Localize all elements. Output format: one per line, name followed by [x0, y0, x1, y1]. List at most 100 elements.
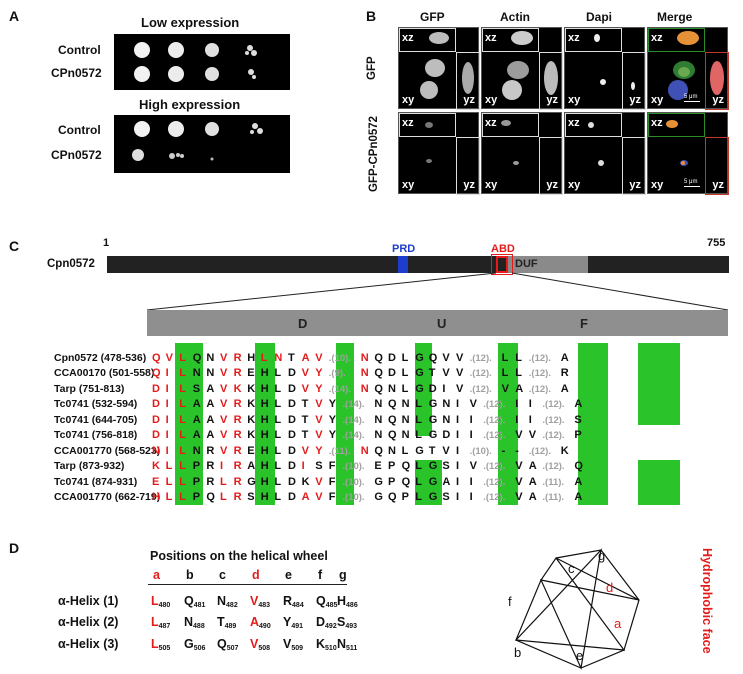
- helix-residue: G506: [184, 637, 206, 652]
- dapi-cells: [594, 34, 635, 90]
- helix-residue: D492: [316, 615, 337, 630]
- label-xz: xz: [568, 32, 580, 44]
- alignment-residue: V: [315, 476, 323, 488]
- alignment-residue: F: [328, 460, 336, 472]
- alignment-residue: I: [528, 398, 532, 410]
- highlight-col-7b: [638, 460, 680, 505]
- alignment-gap: .(10).: [328, 353, 351, 364]
- alignment-residue: L: [415, 414, 422, 426]
- alignment-residue: P: [192, 476, 201, 488]
- alignment-residue: A: [301, 491, 310, 503]
- alignment-residue: E: [374, 460, 382, 472]
- duf-domain: [500, 256, 588, 273]
- alignment-residue: F: [328, 491, 336, 503]
- alignment-residue: V: [301, 445, 309, 457]
- alignment-residue: T: [288, 352, 295, 364]
- helix-label: α-Helix (2): [58, 615, 119, 629]
- wheel-letter-c: c: [568, 561, 575, 576]
- alignment-gap: .(10).: [342, 461, 365, 472]
- alignment-residue: A: [515, 383, 524, 395]
- alignment-residue: N: [192, 445, 201, 457]
- alignment-residue: A: [206, 383, 215, 395]
- col-gfp: GFP: [420, 10, 445, 24]
- wheel-position-a: a: [153, 568, 160, 582]
- alignment-residue: L: [179, 429, 186, 441]
- alignment-residue: V: [165, 352, 173, 364]
- protein-name: Cpn0572: [47, 258, 95, 270]
- scale-bar-label: 5 μm: [684, 94, 698, 100]
- alignment-residue: H: [260, 445, 269, 457]
- sequence-label: Cpn0572 (478-536): [54, 352, 147, 364]
- alignment-residue: T: [301, 429, 309, 441]
- alignment-residue: N: [442, 398, 451, 410]
- scale-bar-label: 5 μm: [684, 179, 698, 185]
- duf-label: DUF: [515, 258, 538, 270]
- alignment-residue: E: [247, 367, 255, 379]
- alignment-residue: L: [415, 491, 422, 503]
- alignment-gap: .(12).: [483, 477, 506, 488]
- scale-bar: [684, 101, 700, 102]
- alignment-gap: .(12).: [469, 353, 492, 364]
- label-yz: yz: [463, 179, 475, 191]
- micrograph-cpn-actin: xz xy yz: [481, 112, 563, 195]
- alignment-residue: A: [560, 352, 569, 364]
- abd-box: [491, 254, 513, 275]
- low-expression-plate: [114, 34, 290, 90]
- alignment-residue: V: [515, 429, 523, 441]
- highlight-col-4b: [415, 460, 442, 505]
- alignment-residue: I: [442, 383, 446, 395]
- alignment-residue: L: [401, 352, 409, 364]
- alignment-residue: D: [288, 414, 296, 426]
- alignment-gap: .(10).: [342, 477, 365, 488]
- alignment-residue: A: [192, 398, 201, 410]
- helix-residue: Q507: [217, 637, 239, 652]
- low-expression-spots: [134, 42, 257, 82]
- alignment-residue: A: [192, 414, 201, 426]
- alignment-residue: D: [288, 398, 296, 410]
- label-yz: yz: [712, 179, 724, 191]
- micrograph-cpn-dapi: xz xy yz: [564, 112, 646, 195]
- micrograph-gfp-dapi: xz xy yz: [564, 27, 646, 110]
- wheel-letter-a: a: [614, 616, 622, 631]
- alignment-residue: L: [415, 398, 422, 410]
- col-dapi: Dapi: [586, 10, 613, 24]
- alignment-residue: I: [456, 491, 460, 503]
- alignment-residue: G: [428, 476, 438, 488]
- alignment-residue: A: [574, 398, 583, 410]
- alignment-residue: V: [442, 445, 450, 457]
- alignment-residue: N: [401, 414, 410, 426]
- alignment-gap: .(14).: [342, 430, 365, 441]
- alignment-residue: G: [428, 414, 438, 426]
- alignment-residue: V: [456, 367, 464, 379]
- wheel-letter-e: e: [576, 648, 583, 663]
- alignment-residue: D: [442, 429, 451, 441]
- alignment-residue: P: [388, 460, 396, 472]
- alignment-residue: A: [528, 476, 537, 488]
- alignment-residue: D: [288, 429, 296, 441]
- alignment-residue: L: [274, 460, 282, 472]
- alignment-residue: L: [274, 491, 282, 503]
- alignment-residue: S: [247, 491, 255, 503]
- highlight-col-7: [638, 343, 680, 425]
- alignment-residue: Q: [428, 352, 438, 364]
- alignment-residue: V: [315, 429, 323, 441]
- alignment-residue: G: [374, 476, 383, 488]
- alignment-gap: .(12).: [528, 384, 551, 395]
- alignment-residue: R: [206, 460, 215, 472]
- alignment-residue: V: [501, 383, 509, 395]
- alignment-residue: A: [206, 398, 215, 410]
- prd-label: PRD: [392, 243, 416, 255]
- label-yz: yz: [463, 94, 475, 106]
- highlight-col-4: [415, 343, 432, 436]
- label-xz: xz: [485, 117, 497, 129]
- alignment-gap: .(12).: [483, 399, 506, 410]
- alignment-residue: A: [574, 476, 583, 488]
- alignment-residue: L: [179, 460, 186, 472]
- cpn-dapi-spots: [588, 122, 604, 166]
- alignment-residue: Q: [388, 414, 397, 426]
- alignment-residue: T: [301, 414, 309, 426]
- alignment-residue: N: [360, 445, 369, 457]
- alignment-residue: N: [192, 367, 201, 379]
- alignment-gap: .(12).: [542, 415, 565, 426]
- alignment-residue: G: [428, 460, 438, 472]
